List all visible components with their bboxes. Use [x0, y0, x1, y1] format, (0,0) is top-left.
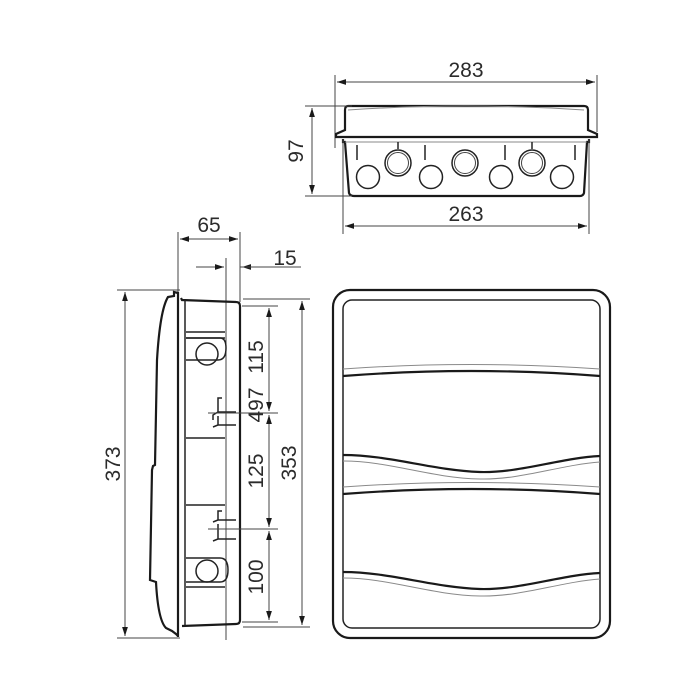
dim-label-283: 283 [448, 59, 483, 82]
front-outer-frame [331, 288, 612, 640]
top-body-outline [341, 139, 591, 198]
door-panel-wave [342, 570, 601, 597]
dim-label-15: 15 [273, 247, 296, 270]
side-body-outline [180, 297, 242, 628]
side-door-outline [148, 290, 179, 637]
dimension-overall-width: 283 [334, 59, 598, 148]
side-knockout-top [195, 342, 219, 366]
knockout-large [451, 149, 479, 177]
door-panel-divider [342, 364, 601, 378]
knockout-small [355, 164, 381, 190]
dimension-chain: 115 497 125 100 [242, 305, 278, 623]
front-view [331, 288, 612, 640]
dimension-inner-height: 353 [243, 298, 310, 628]
dimension-height: 97 [285, 105, 352, 197]
dim-label-97: 97 [285, 139, 308, 162]
dim-label-497: 497 [245, 387, 268, 422]
knockout-small [488, 164, 514, 190]
dimension-depth: 65 [177, 214, 241, 302]
dim-label-100: 100 [245, 559, 268, 594]
front-inner-frame [342, 299, 601, 629]
dimension-overall-height: 373 [102, 289, 180, 639]
knockout-large [518, 149, 546, 177]
dim-label-125: 125 [245, 453, 268, 488]
side-knockout-bottom [195, 559, 219, 583]
dim-label-115: 115 [245, 340, 268, 373]
knockout-small [418, 164, 444, 190]
dimension-inner-width: 263 [342, 139, 590, 234]
top-view: 283 97 [285, 59, 599, 234]
dim-label-353: 353 [278, 445, 301, 480]
door-panel-wave [342, 453, 601, 480]
door-panel-divider [342, 482, 601, 496]
dim-label-373: 373 [102, 446, 125, 481]
dim-label-65: 65 [197, 214, 220, 237]
knockout-large [384, 149, 412, 177]
knockout-small [549, 164, 575, 190]
side-view: 65 15 [102, 214, 310, 640]
dim-label-263: 263 [448, 203, 483, 226]
top-lid-outline [334, 104, 599, 139]
dimension-offset: 15 [196, 247, 301, 640]
